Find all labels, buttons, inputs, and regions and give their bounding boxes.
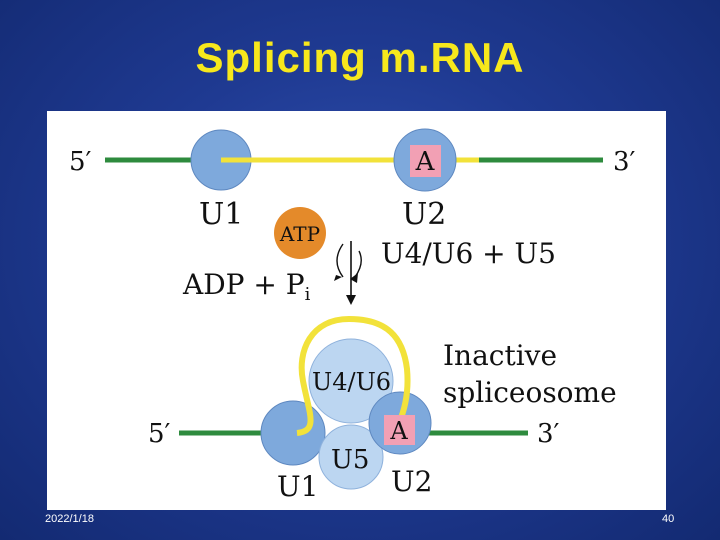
branch-a-label-top: A	[415, 147, 436, 177]
u4u6-snrnp-bottom	[308, 338, 394, 424]
inactive-label-line2: spliceosome	[443, 376, 617, 409]
branch-site-bottom	[384, 415, 415, 445]
five-prime-label-top: 5′	[69, 147, 92, 177]
u1-snrnp-bottom	[260, 400, 326, 466]
atp-in-curve	[336, 243, 344, 278]
diagram-svg: A 5′ 3′ U1 U2 ATP ADP + Pi U4/U6 + U5 In…	[69, 128, 636, 503]
atp-molecule	[274, 207, 326, 259]
u4u6-u5-added-label: U4/U6 + U5	[381, 237, 556, 270]
atp-label: ATP	[279, 222, 320, 246]
three-prime-label-bottom: 3′	[537, 419, 560, 449]
page-number: 40	[662, 513, 675, 525]
reaction-arrow-head	[346, 295, 356, 305]
footer-date: 2022/1/18	[45, 513, 94, 525]
adp-out-arrowhead	[334, 275, 342, 281]
snrnp-in-arrowhead	[350, 273, 358, 283]
u2-label-top: U2	[402, 197, 446, 232]
inactive-label-line1: Inactive	[443, 339, 557, 372]
intron-lariat-loop	[296, 315, 411, 436]
u5-label-bottom: U5	[331, 445, 369, 475]
adp-pi-label: ADP + Pi	[182, 268, 311, 305]
u1-label-bottom: U1	[277, 470, 318, 503]
u4u6-label-bottom: U4/U6	[312, 368, 391, 396]
u2-label-bottom: U2	[391, 465, 432, 498]
three-prime-label-top: 3′	[613, 147, 636, 177]
five-prime-label-bottom: 5′	[148, 419, 171, 449]
slide-title: Splicing m.RNA	[195, 34, 525, 81]
u5-snrnp-bottom	[318, 424, 384, 490]
spliceosome-diagram: A 5′ 3′ U1 U2 ATP ADP + Pi U4/U6 + U5 In…	[47, 111, 666, 510]
branch-a-label-bottom: A	[389, 417, 408, 445]
u1-label-top: U1	[199, 197, 243, 232]
branch-site-top	[410, 145, 441, 177]
snrnp-in-curve	[354, 250, 362, 278]
